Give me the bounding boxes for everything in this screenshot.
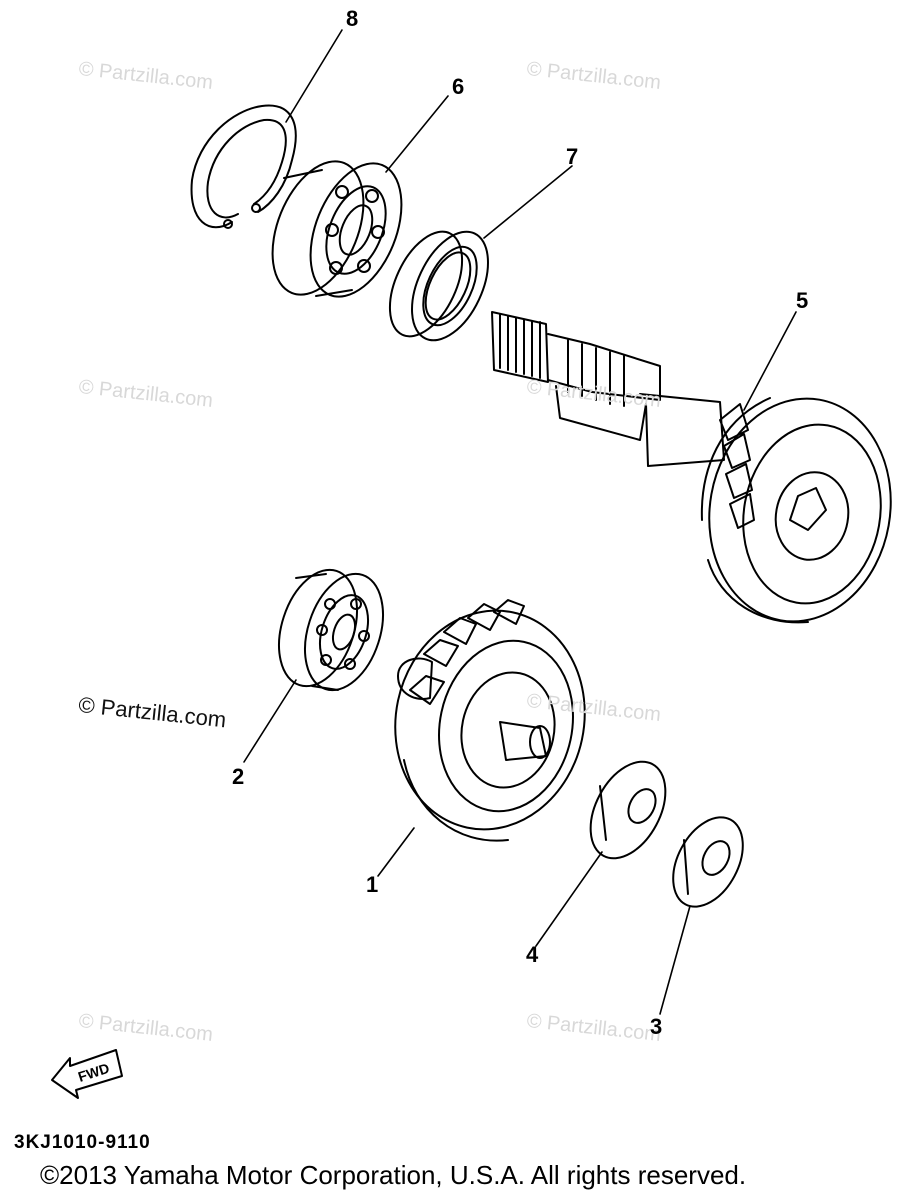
callout-5: 5 [796, 288, 809, 313]
circlip-part-8 [190, 104, 297, 229]
callout-4: 4 [526, 942, 539, 967]
diagram-code: 3KJ1010-9110 [14, 1132, 151, 1153]
callout-6: 6 [452, 74, 465, 99]
callout-1: 1 [366, 872, 379, 897]
callout-2: 2 [232, 764, 245, 789]
shaft-gear-part-5 [491, 311, 892, 624]
copyright-notice: ©2013 Yamaha Motor Corporation, U.S.A. A… [40, 1160, 747, 1190]
leader-lines [243, 29, 797, 1015]
bearing-part-6 [271, 160, 403, 298]
gear-part-1 [394, 599, 586, 842]
fwd-arrow-icon [51, 1049, 123, 1099]
bearing-part-2 [278, 568, 384, 692]
washer-part-4 [589, 760, 667, 860]
oil-seal-part-7 [388, 230, 489, 342]
washer-part-3 [672, 816, 744, 908]
callout-8: 8 [346, 6, 359, 31]
callout-3: 3 [650, 1014, 663, 1039]
callout-7: 7 [566, 144, 579, 169]
